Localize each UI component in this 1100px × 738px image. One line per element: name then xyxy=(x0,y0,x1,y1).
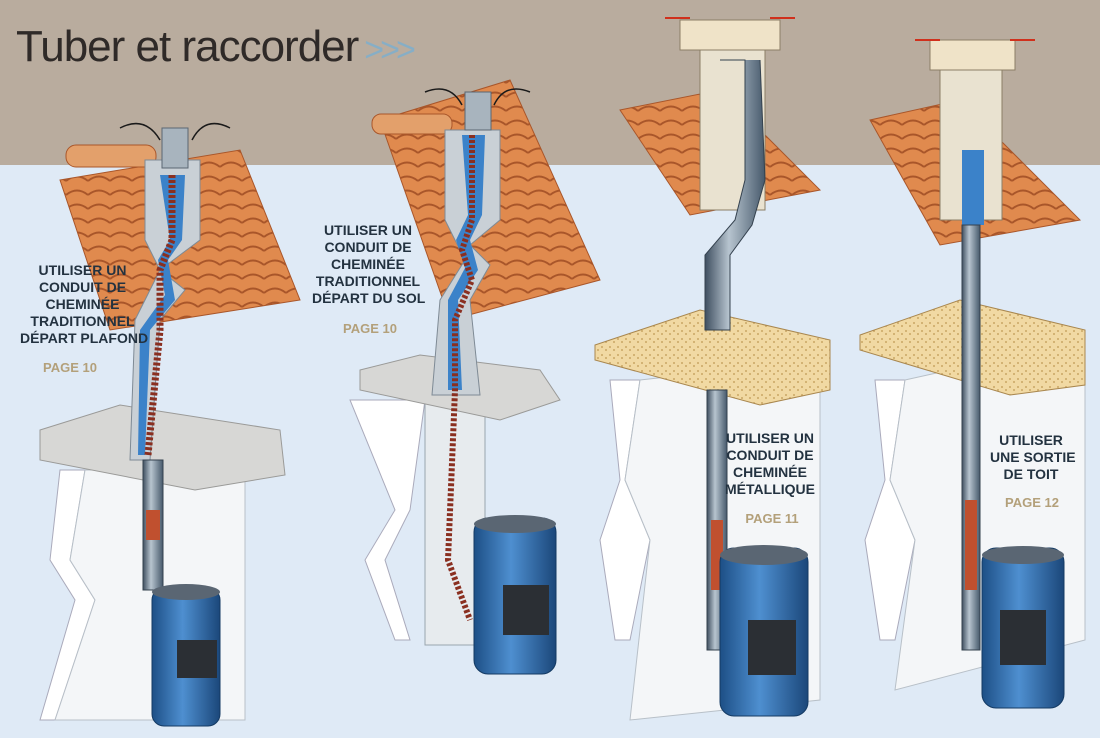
flue-liner-4 xyxy=(962,150,984,225)
panel-3-caption-line: CHEMINÉE xyxy=(733,464,807,480)
panel-2-illustration xyxy=(349,79,601,675)
panel-1-caption-line: UTILISER UN xyxy=(38,262,127,278)
panel-2-caption-line: DÉPART DU SOL xyxy=(312,290,426,306)
title-text: Tuber et raccorder xyxy=(16,22,359,71)
wall-2 xyxy=(349,399,426,641)
panel-4-illustration xyxy=(859,39,1086,709)
panel-3-illustration xyxy=(594,17,831,721)
panel-3-caption: UTILISER UN CONDUIT DE CHEMINÉE MÉTALLIQ… xyxy=(722,430,818,498)
panel-1-caption-line: CHEMINÉE xyxy=(45,296,120,312)
flexible-tube-1 xyxy=(144,175,176,456)
chimney-cap-2 xyxy=(464,91,492,131)
stove-top-3 xyxy=(720,545,808,565)
stove-door-2 xyxy=(503,585,549,635)
stove-door-3 xyxy=(748,620,796,675)
air-flow-arrows-1 xyxy=(119,122,231,141)
panel-2-page-ref[interactable]: PAGE 10 xyxy=(343,321,397,336)
panel-3-caption-line: UTILISER UN xyxy=(726,430,814,446)
stove-door-1 xyxy=(177,640,217,678)
panel-1-caption-line: DÉPART PLAFOND xyxy=(20,330,149,346)
panel-1-caption: UTILISER UN CONDUIT DE CHEMINÉE TRADITIO… xyxy=(20,262,149,347)
page-title: Tuber et raccorder>>> xyxy=(16,22,416,72)
stove-top-4 xyxy=(982,546,1064,564)
panel-4-caption: UTILISER UNE SORTIE DE TOIT xyxy=(990,432,1076,483)
panel-2-caption: UTILISER UN CONDUIT DE CHEMINÉE TRADITIO… xyxy=(312,222,426,307)
panel-1-illustration xyxy=(39,122,301,727)
ridge-tile-1 xyxy=(65,144,157,168)
stove-top-2 xyxy=(474,515,556,533)
flexible-tube-2 xyxy=(444,135,476,622)
ridge-tile-2 xyxy=(371,113,453,135)
pipe-window-1 xyxy=(146,510,160,540)
attic-insulation-3 xyxy=(594,309,831,406)
roof-cap-4 xyxy=(929,39,1016,71)
stove-door-4 xyxy=(1000,610,1046,665)
panel-4-caption-line: DE TOIT xyxy=(1003,466,1059,482)
pipe-window-4 xyxy=(965,500,977,590)
panel-4-page-ref[interactable]: PAGE 12 xyxy=(1005,495,1059,510)
panel-3-caption-line: CONDUIT DE xyxy=(726,447,814,463)
title-arrows: >>> xyxy=(364,31,416,69)
chimney-cap-1 xyxy=(161,127,189,169)
panel-2-caption-line: UTILISER UN xyxy=(324,222,412,238)
panel-2-caption-line: TRADITIONNEL xyxy=(315,273,421,289)
panel-3-caption-line: MÉTALLIQUE xyxy=(725,481,815,497)
panel-3-page-ref[interactable]: PAGE 11 xyxy=(745,511,799,526)
ceiling-slab-1 xyxy=(39,404,286,491)
stove-top-1 xyxy=(152,584,220,600)
panel-1-page-ref[interactable]: PAGE 10 xyxy=(43,360,97,375)
panel-4-caption-line: UNE SORTIE xyxy=(990,449,1076,465)
panel-2-caption-line: CONDUIT DE xyxy=(324,239,412,255)
roof-cap-3 xyxy=(679,19,781,51)
metal-flue-3 xyxy=(704,59,766,331)
panel-1-caption-line: TRADITIONNEL xyxy=(30,313,135,329)
air-flow-arrows-2 xyxy=(424,88,531,106)
panel-4-caption-line: UTILISER xyxy=(999,432,1063,448)
panel-1-caption-line: CONDUIT DE xyxy=(38,279,127,295)
panel-2-caption-line: CHEMINÉE xyxy=(331,256,405,272)
